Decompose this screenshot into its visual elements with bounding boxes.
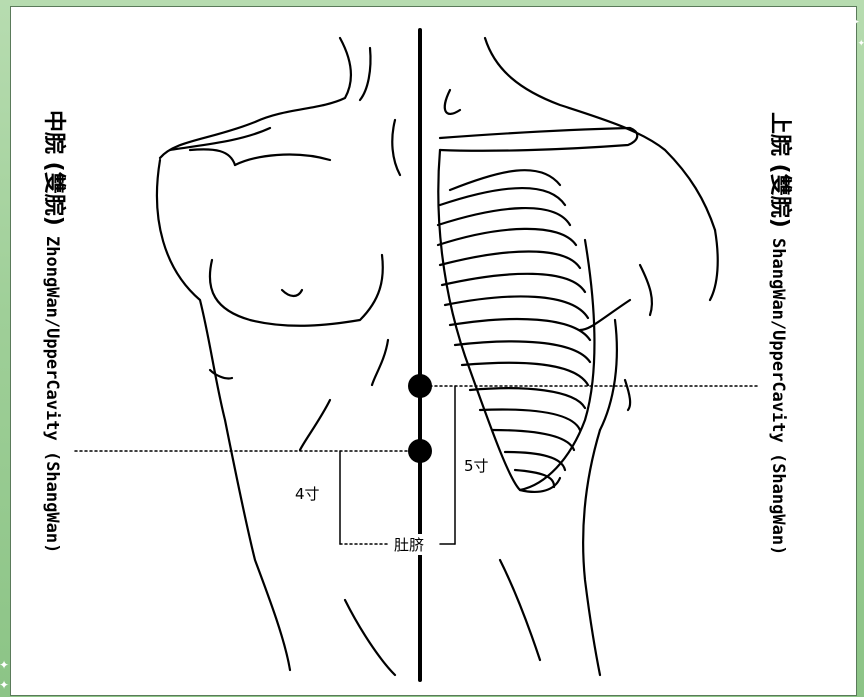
distance-4-label: 4寸 bbox=[293, 483, 322, 504]
shangwan-label: 上脘 (雙脘) ShangWan/UpperCavity (ShangWan) bbox=[766, 112, 798, 555]
zhongwan-latin: ZhongWan/UpperCavity (ShangWan) bbox=[42, 236, 62, 553]
navel-label: 肚脐 bbox=[392, 534, 426, 555]
shangwan-point bbox=[408, 374, 432, 398]
zhongwan-point bbox=[408, 439, 432, 463]
shangwan-latin: ShangWan/UpperCavity (ShangWan) bbox=[768, 238, 788, 555]
distance-5-label: 5寸 bbox=[462, 455, 491, 476]
zhongwan-label: 中脘 (雙脘) ZhongWan/UpperCavity (ShangWan) bbox=[40, 110, 72, 553]
